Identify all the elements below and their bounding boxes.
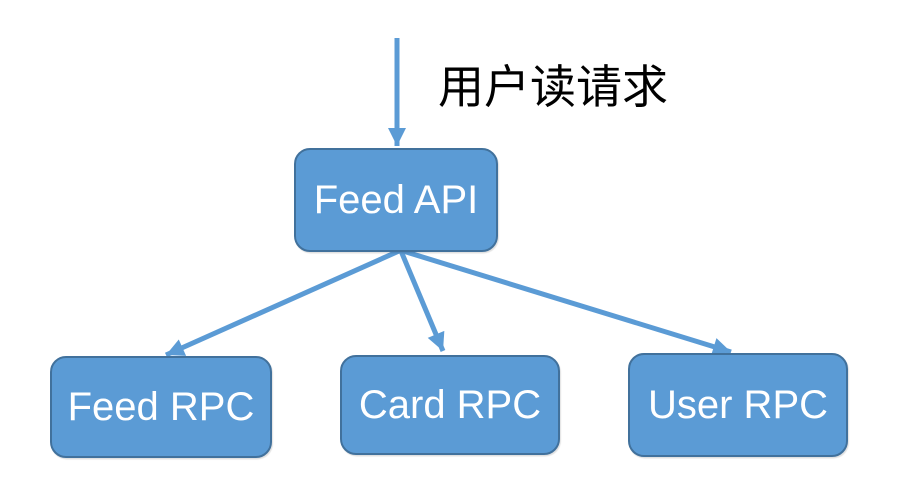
edge-feed-api-to-card-rpc: [398, 250, 446, 352]
node-user-rpc: User RPC: [628, 353, 848, 457]
node-user-rpc-label: User RPC: [647, 383, 829, 427]
node-feed-api-label: Feed API: [313, 178, 479, 222]
request-label: 用户读请求: [438, 61, 668, 113]
edge-feed-api-to-feed-rpc: [164, 248, 401, 358]
node-card-rpc: Card RPC: [340, 355, 560, 455]
node-card-rpc-label: Card RPC: [358, 383, 542, 427]
node-feed-api: Feed API: [294, 148, 498, 252]
node-feed-rpc-label: Feed RPC: [67, 385, 255, 429]
node-feed-rpc: Feed RPC: [50, 356, 272, 458]
edge-feed-api-to-user-rpc: [402, 248, 732, 356]
